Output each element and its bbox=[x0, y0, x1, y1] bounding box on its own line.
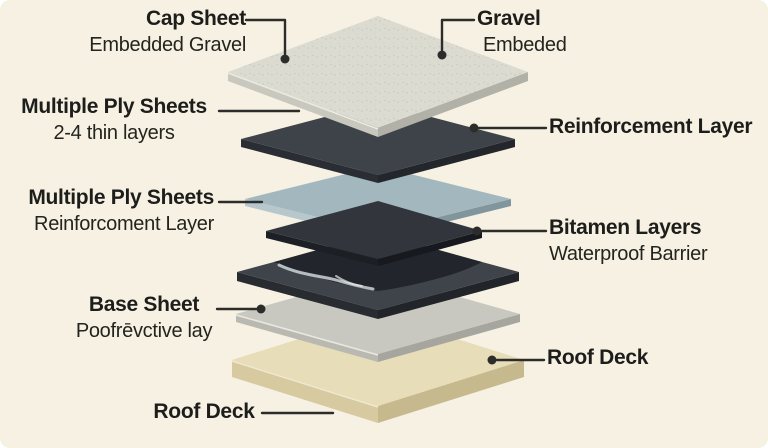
callout-dot-reinforcement bbox=[469, 123, 479, 133]
callout-dot-base-sheet bbox=[256, 304, 266, 314]
callout-dot-bitamen bbox=[472, 226, 482, 236]
label-multiple-ply-2-subtitle: Reinforcoment Layer bbox=[34, 213, 214, 235]
cap-sheet-edge-highlight bbox=[227, 72, 379, 130]
label-bitamen: Bitamen Layers Waterproof Barrier bbox=[549, 214, 764, 268]
cap-sheet-gravel-texture bbox=[228, 16, 528, 128]
layer-reinforcement bbox=[241, 103, 515, 183]
dark-ply-left-face bbox=[237, 272, 378, 319]
label-roof-deck-left: Roof Deck bbox=[126, 398, 282, 425]
glossy-membrane-specular bbox=[277, 263, 375, 291]
callout-dot-cap-sheet bbox=[280, 54, 290, 64]
roof-deck-left-face bbox=[232, 360, 378, 423]
label-roof-deck-left-title: Roof Deck bbox=[153, 400, 255, 423]
label-base-sheet-subtitle: Poofrēvctive lay bbox=[75, 320, 213, 342]
label-roof-deck-right-title: Roof Deck bbox=[547, 346, 649, 369]
callouts bbox=[215, 18, 548, 415]
base-sheet-right-face bbox=[378, 314, 520, 362]
roof-deck-edge-highlight bbox=[231, 360, 379, 408]
label-cap-sheet-subtitle: Embedded Gravel bbox=[89, 34, 246, 56]
label-cap-sheet-title: Cap Sheet bbox=[146, 7, 246, 30]
reinforcement-top-face bbox=[241, 103, 515, 175]
reinforcement-left-face bbox=[241, 139, 378, 183]
label-gravel-title: Gravel bbox=[477, 7, 541, 30]
label-multiple-ply-1-title: Multiple Ply Sheets bbox=[21, 95, 207, 118]
leader-gravel bbox=[440, 18, 476, 52]
reinforcement-right-face bbox=[378, 139, 515, 183]
base-sheet-left-face bbox=[236, 314, 378, 362]
roof-deck-right-face bbox=[378, 360, 524, 423]
label-roof-deck-right: Roof Deck bbox=[547, 344, 707, 371]
layer-bitamen bbox=[266, 201, 482, 266]
layer-cap-sheet bbox=[227, 16, 528, 137]
bitamen-left-face bbox=[266, 231, 378, 266]
label-reinforcement: Reinforcement Layer bbox=[549, 113, 764, 140]
label-multiple-ply-1-subtitle: 2-4 thin layers bbox=[53, 122, 175, 144]
label-gravel: Gravel Embeded bbox=[477, 5, 677, 59]
blue-ply-top-face bbox=[245, 166, 511, 232]
label-bitamen-subtitle: Waterproof Barrier bbox=[549, 243, 708, 265]
label-bitamen-title: Bitamen Layers bbox=[549, 216, 702, 239]
callout-dot-gravel bbox=[437, 50, 447, 60]
label-multiple-ply-2: Multiple Ply Sheets Reinforcoment Layer bbox=[26, 184, 214, 238]
bitamen-top-face bbox=[266, 201, 482, 259]
label-multiple-ply-2-title: Multiple Ply Sheets bbox=[28, 186, 214, 209]
label-base-sheet-title: Base Sheet bbox=[88, 293, 200, 316]
cap-sheet-left-face bbox=[228, 72, 378, 137]
label-reinforcement-title: Reinforcement Layer bbox=[549, 115, 753, 138]
cap-sheet-right-face bbox=[378, 72, 528, 137]
label-gravel-subtitle: Embeded bbox=[483, 34, 567, 56]
label-multiple-ply-1: Multiple Ply Sheets 2-4 thin layers bbox=[16, 93, 212, 147]
base-sheet-edge-highlight bbox=[235, 314, 379, 356]
label-cap-sheet: Cap Sheet Embedded Gravel bbox=[52, 5, 246, 59]
bitamen-right-face bbox=[378, 231, 482, 266]
glossy-membrane-specular-2 bbox=[335, 275, 363, 287]
dark-ply-right-face bbox=[378, 272, 519, 319]
label-base-sheet: Base Sheet Poofrēvctive lay bbox=[46, 291, 242, 345]
leader-cap-sheet bbox=[244, 18, 287, 56]
callout-dot-roof-deck bbox=[487, 355, 497, 365]
